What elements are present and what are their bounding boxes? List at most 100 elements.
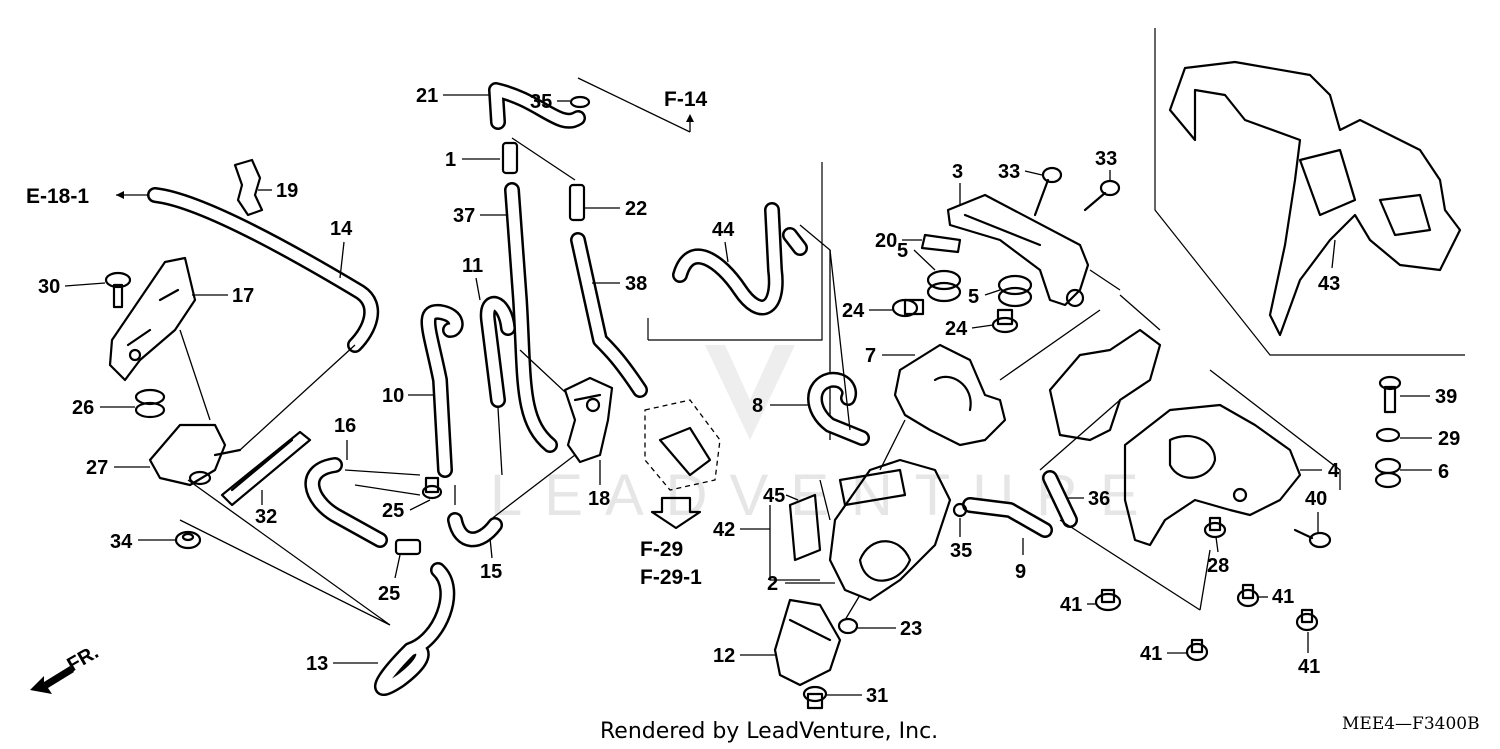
- callout-33-b: 33: [1095, 148, 1117, 170]
- bolt-33-b: [1083, 179, 1121, 212]
- callout-3: 3: [952, 161, 963, 183]
- callout-44: 44: [712, 219, 735, 241]
- filter: [658, 426, 712, 477]
- clip-41-a: [1094, 588, 1122, 612]
- callout-25-b: 25: [378, 583, 400, 605]
- leader-18: [489, 349, 576, 521]
- pump-bracket: [838, 468, 907, 507]
- callout-17: 17: [232, 285, 254, 307]
- collar-24-b: [991, 308, 1019, 334]
- hose-21: [488, 82, 586, 130]
- callout-35-a: 35: [530, 91, 552, 113]
- plate-32: [220, 430, 312, 507]
- callout-1: 1: [445, 149, 456, 171]
- joint-22: [568, 183, 586, 222]
- clip-41-c: [1185, 638, 1209, 662]
- callout-14: 14: [330, 218, 353, 240]
- callout-22: 22: [625, 198, 647, 220]
- bolt-30: [104, 271, 132, 309]
- callout-41-a: 41: [1060, 594, 1082, 616]
- collar-24-a: [891, 298, 925, 318]
- clip-35-mid: [952, 502, 968, 518]
- hose-15: [447, 512, 503, 548]
- callout-38: 38: [625, 273, 647, 295]
- callout-36: 36: [1088, 488, 1110, 510]
- callout-15: 15: [480, 561, 502, 583]
- fitting-25-lower: [394, 538, 422, 556]
- bolt-hole: [585, 397, 601, 413]
- arrow-f14: [686, 114, 694, 132]
- bolt-hole: [1232, 487, 1248, 503]
- ref-e18-1: E-18-1: [26, 185, 89, 208]
- callout-40: 40: [1305, 488, 1327, 510]
- callout-33-a: 33: [998, 161, 1020, 183]
- arrow-fr: [30, 666, 74, 694]
- leader-lines-mid: [354, 407, 503, 505]
- ref-f29-1: F-29-1: [640, 566, 702, 589]
- grommet-26: [134, 388, 166, 419]
- leader-lines-center: [819, 249, 1341, 621]
- fitting-25-upper: [421, 476, 443, 500]
- callout-8: 8: [752, 395, 763, 417]
- callout-28: 28: [1207, 555, 1229, 577]
- bracket-4-body: [1123, 403, 1302, 547]
- grommet-5-a: [926, 269, 962, 303]
- hose-11: [479, 296, 516, 408]
- clip-31: [802, 685, 828, 710]
- washer-29: [1375, 427, 1401, 443]
- bolt-40: [1293, 528, 1332, 549]
- bracket-line-42: [769, 505, 820, 581]
- ref-f29: F-29: [640, 538, 683, 561]
- bracket-4: [1048, 328, 1162, 442]
- callout-35-b: 35: [950, 540, 972, 562]
- callout-21: 21: [416, 85, 438, 107]
- hose-14: [147, 187, 380, 353]
- callout-6: 6: [1438, 461, 1449, 483]
- cover-12: [773, 598, 842, 687]
- arrow-e18: [116, 191, 152, 199]
- clip-41-d: [1295, 608, 1319, 632]
- callout-16: 16: [334, 415, 356, 437]
- clip-19: [233, 158, 264, 217]
- callout-26: 26: [72, 397, 94, 419]
- nut-23: [837, 617, 859, 635]
- callout-5-a: 5: [897, 240, 908, 262]
- callout-5-b: 5: [968, 286, 979, 308]
- footer-credit: Rendered by LeadVenture, Inc.: [600, 719, 938, 744]
- callout-24-b: 24: [945, 318, 968, 340]
- hose-36: [1042, 470, 1078, 528]
- callout-20: 20: [875, 230, 897, 252]
- hose-38: [570, 232, 648, 398]
- hose-16: [304, 457, 388, 548]
- filter-dashed: [644, 399, 721, 491]
- callout-42: 42: [713, 519, 735, 541]
- frame-43: [1168, 60, 1462, 337]
- joint-1: [501, 141, 519, 175]
- diagram-code: MEE4—F3400B: [1342, 714, 1480, 734]
- callout-41-b: 41: [1272, 586, 1294, 608]
- callout-24-a: 24: [842, 300, 865, 322]
- callout-labels: 1 2 3 4 5 5 6 7 8 9 10 11 12 13 14 15 16…: [38, 85, 1460, 707]
- leader-lines-f14: [511, 77, 691, 181]
- bracket-3: [946, 193, 1090, 307]
- callout-4: 4: [1328, 460, 1340, 482]
- callout-45: 45: [763, 485, 785, 507]
- hose-10: [420, 303, 464, 478]
- grommet-5-b: [997, 274, 1033, 308]
- callout-30: 30: [38, 276, 60, 298]
- hose-44: [672, 202, 808, 316]
- callout-34: 34: [110, 531, 133, 553]
- callout-23: 23: [900, 618, 922, 640]
- callout-31: 31: [866, 685, 888, 707]
- bracket-18: [563, 376, 614, 464]
- clip-41-b: [1236, 583, 1260, 608]
- hose-13: [374, 562, 456, 696]
- bolt-33-a: [1033, 166, 1063, 217]
- callout-32: 32: [255, 506, 277, 528]
- inset-box-44: [647, 162, 823, 341]
- leader-lines-left: [179, 329, 421, 626]
- valve-27: [148, 423, 242, 487]
- callout-25-a: 25: [382, 500, 404, 522]
- ref-f14: F-14: [664, 88, 708, 111]
- callout-29: 29: [1438, 428, 1460, 450]
